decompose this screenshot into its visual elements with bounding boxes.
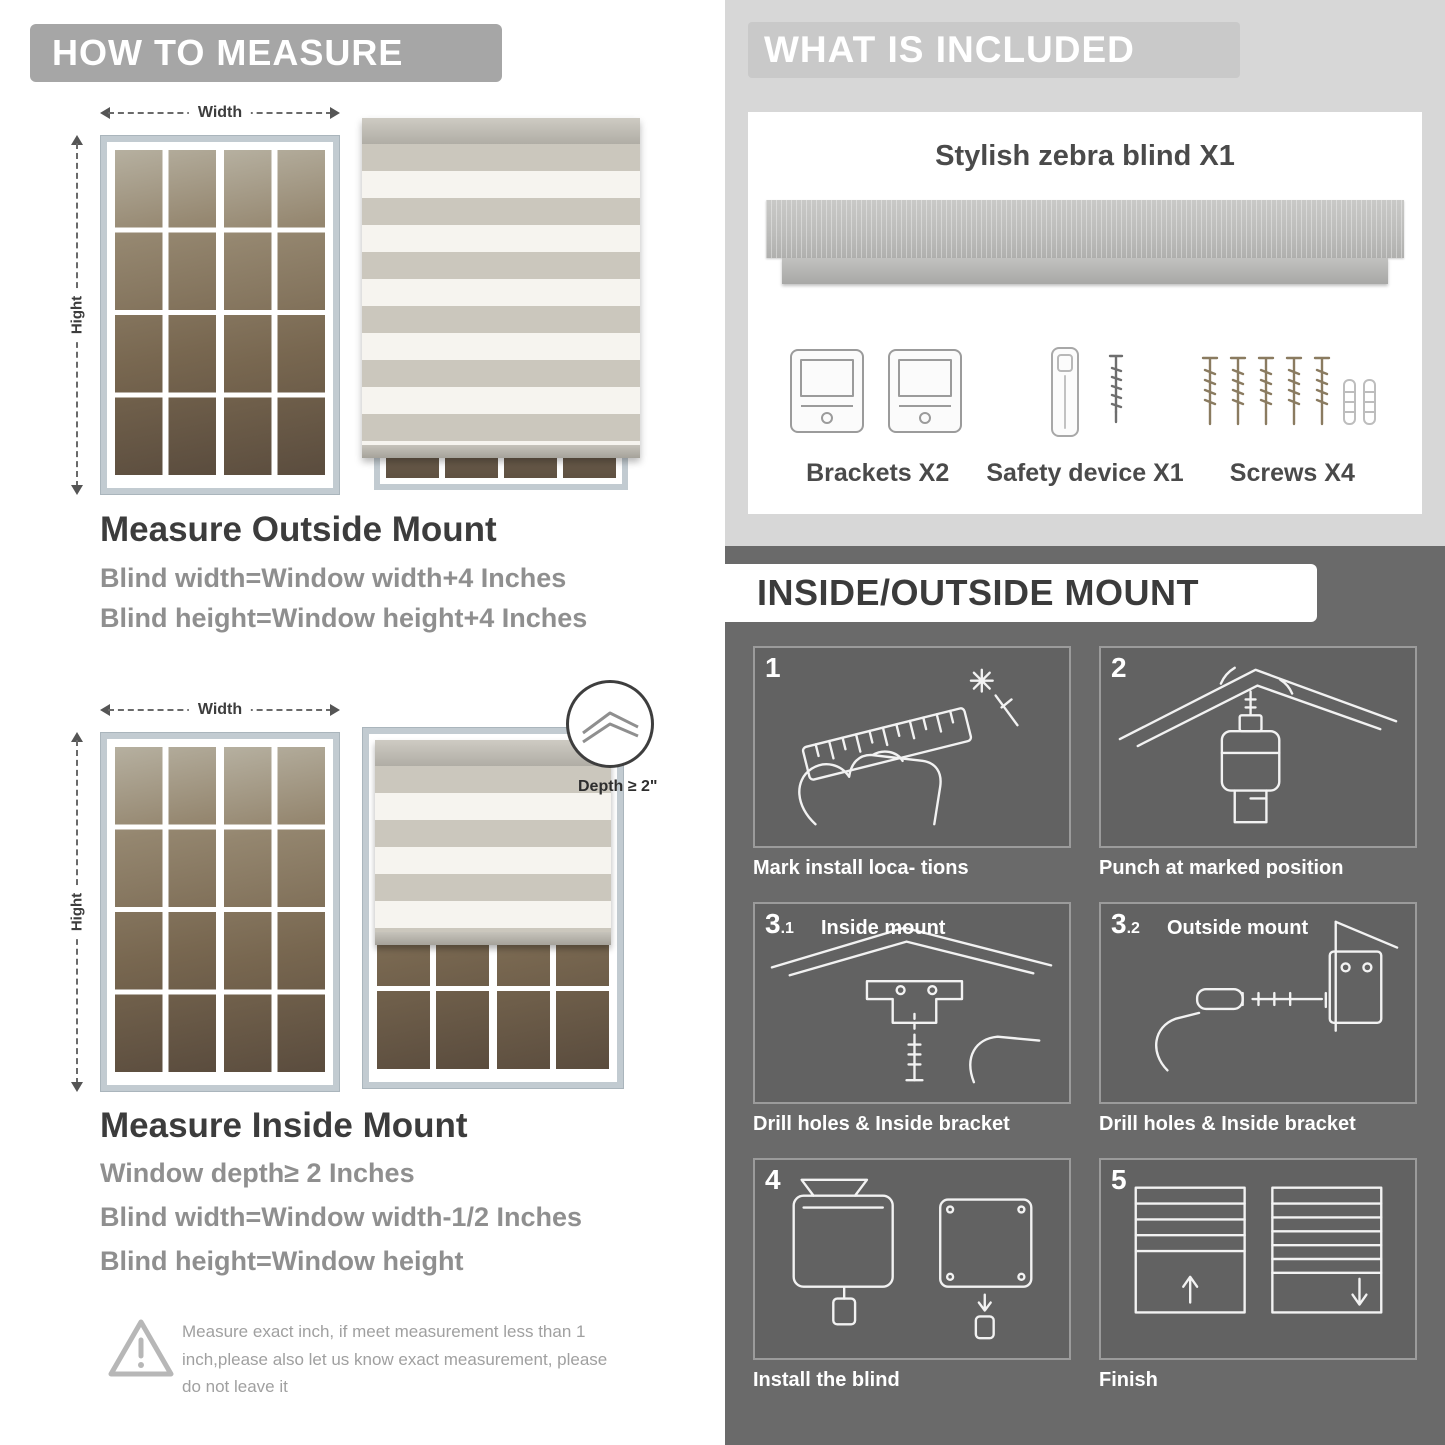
step-4-tile: 4 [753, 1158, 1071, 1360]
window-sash [224, 747, 325, 1077]
blind-illustration-outside-mount [362, 118, 640, 490]
width-arrow-outside: Width [100, 104, 340, 122]
step-1-tile: 1 [753, 646, 1071, 848]
included-items-row: Brackets X2 [774, 318, 1396, 488]
step-2: 2 [1099, 646, 1417, 880]
blind-stripes [362, 144, 640, 445]
width-arrow-inside: Width [100, 701, 340, 719]
step-5-tile: 5 [1099, 1158, 1417, 1360]
step-2-caption: Punch at marked position [1099, 857, 1344, 879]
inside-outside-mount-section: INSIDE/OUTSIDE MOUNT 1 [725, 546, 1445, 1445]
window-corner-icon [582, 711, 639, 744]
brackets-icon [790, 349, 963, 433]
blind-illustration-inside-mount [362, 727, 624, 1089]
step-3-1-label: Inside mount [821, 917, 946, 939]
inside-bracket-illustration [770, 926, 1053, 1084]
screws-icon [1202, 356, 1377, 426]
step-1-caption: Mark install loca- tions [753, 857, 969, 879]
width-label: Width [188, 701, 252, 719]
blind-headrail-bottom [782, 258, 1388, 284]
mount-title: INSIDE/OUTSIDE MOUNT [757, 572, 1200, 613]
step-3-2: 3.2 Outside mount [1099, 902, 1417, 1136]
what-is-included-banner: WHAT IS INCLUDED [748, 22, 1240, 78]
height-arrow-inside: Hight [68, 732, 86, 1092]
step-number: 2 [1111, 652, 1127, 683]
step-3-2-tile: 3.2 Outside mount [1099, 902, 1417, 1104]
step-number: 3.1 [765, 908, 794, 939]
included-card: Stylish zebra blind X1 [748, 112, 1422, 514]
depth-callout-circle [566, 680, 654, 768]
step-4: 4 [753, 1158, 1071, 1392]
blind-headrail-illustration [766, 200, 1404, 258]
outside-mount-width-rule: Blind width=Window width+4 Inches [100, 563, 567, 593]
width-label: Width [188, 104, 252, 122]
brackets-label: Brackets X2 [806, 459, 950, 487]
window-frame [107, 739, 333, 1085]
how-to-measure-title: HOW TO MEASURE [52, 32, 404, 73]
window-illustration-inside [100, 732, 340, 1092]
step-5: 5 Finish [1099, 1158, 1417, 1392]
finish-illustration [1134, 1186, 1383, 1314]
safety-device-icon [1050, 347, 1124, 437]
mount-banner: INSIDE/OUTSIDE MOUNT [725, 564, 1317, 622]
mark-locations-illustration [798, 668, 1019, 826]
window-sash [115, 747, 216, 1077]
step-2-tile: 2 [1099, 646, 1417, 848]
height-label: Hight [68, 287, 86, 343]
product-name: Stylish zebra blind X1 [935, 140, 1235, 172]
window-illustration-outside [100, 135, 340, 495]
step-number: 3.2 [1111, 908, 1140, 939]
step-4-caption: Install the blind [753, 1369, 900, 1391]
step-1: 1 Mark inst [753, 646, 1071, 880]
step-3-1-caption: Drill holes & Inside bracket [753, 1113, 1010, 1135]
depth-label: Depth ≥ 2" [578, 778, 658, 795]
inside-mount-width-rule: Blind width=Window width-1/2 Inches [100, 1202, 583, 1232]
install-blind-illustration [792, 1178, 1033, 1340]
screws-label: Screws X4 [1229, 459, 1355, 487]
blind-bottom-rail [362, 445, 640, 458]
outside-bracket-illustration [1155, 920, 1399, 1072]
included-item-screws: Screws X4 [1189, 318, 1396, 488]
height-label: Hight [68, 884, 86, 940]
height-arrow-outside: Hight [68, 135, 86, 495]
step-3-1-tile: 3.1 Inside mount [753, 902, 1071, 1104]
window-frame [107, 142, 333, 488]
installation-steps-grid: 1 Mark inst [753, 646, 1417, 1392]
window-sash [224, 150, 325, 480]
warning-triangle-icon [106, 1316, 176, 1382]
step-3-2-caption: Drill holes & Inside bracket [1099, 1113, 1356, 1135]
inside-mount-depth-rule: Window depth≥ 2 Inches [100, 1158, 415, 1188]
drill-illustration [1118, 666, 1398, 824]
step-number: 5 [1111, 1164, 1127, 1195]
zebra-blind [362, 118, 640, 458]
measurement-warning-text: Measure exact inch, if meet measurement … [182, 1322, 608, 1397]
step-3-1: 3.1 Inside mount [753, 902, 1071, 1136]
step-number: 1 [765, 652, 781, 683]
step-number: 4 [765, 1164, 781, 1195]
step-5-caption: Finish [1099, 1369, 1158, 1391]
safety-device-label: Safety device X1 [986, 459, 1184, 487]
what-is-included-section: WHAT IS INCLUDED Stylish zebra blind X1 [725, 0, 1445, 546]
blind-cassette [362, 118, 640, 144]
window-sash [115, 150, 216, 480]
how-to-measure-banner: HOW TO MEASURE [30, 24, 502, 82]
outside-mount-height-rule: Blind height=Window height+4 Inches [100, 603, 588, 633]
step-3-2-label: Outside mount [1167, 917, 1309, 939]
zebra-blind [375, 740, 611, 945]
blind-stripes [375, 766, 611, 932]
inside-mount-height-rule: Blind height=Window height [100, 1246, 464, 1276]
included-item-safety-device: Safety device X1 [981, 318, 1188, 488]
outside-mount-heading: Measure Outside Mount [100, 510, 497, 549]
blind-bottom-rail [375, 932, 611, 945]
included-item-brackets: Brackets X2 [774, 318, 981, 488]
what-is-included-title: WHAT IS INCLUDED [764, 29, 1135, 70]
inside-mount-heading: Measure Inside Mount [100, 1106, 468, 1145]
